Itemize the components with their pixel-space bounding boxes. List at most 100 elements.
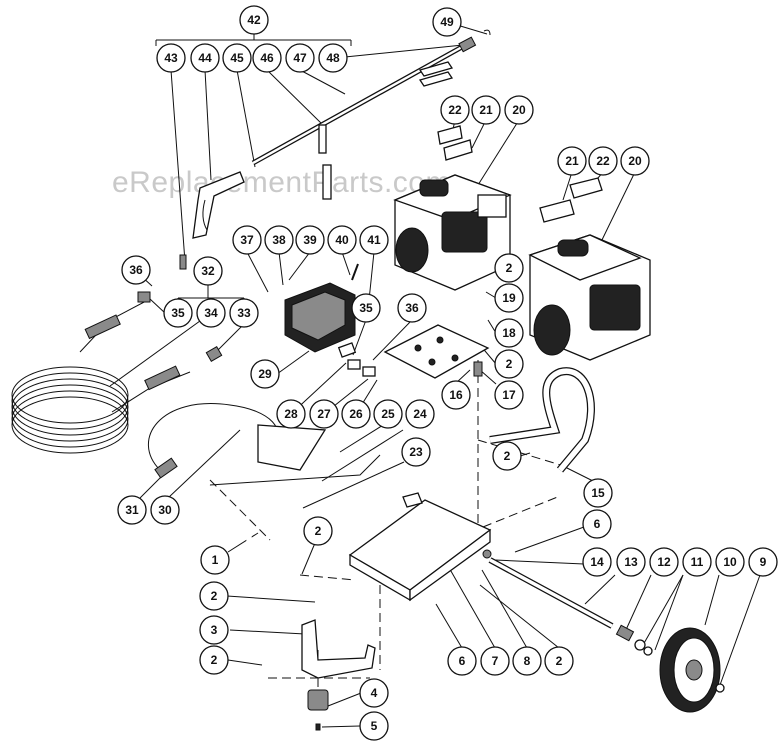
svg-text:42: 42 (247, 13, 261, 27)
engine-mount-plate (383, 324, 490, 379)
callout-2-bottom: 2 (544, 646, 574, 676)
svg-text:2: 2 (506, 357, 513, 371)
engine-right (528, 177, 651, 361)
svg-text:23: 23 (409, 445, 423, 459)
callout-38: 38 (264, 225, 294, 255)
svg-text:30: 30 (158, 503, 172, 517)
svg-text:31: 31 (125, 503, 139, 517)
svg-text:25: 25 (381, 407, 395, 421)
svg-text:22: 22 (448, 103, 462, 117)
callout-43: 43 (156, 43, 186, 73)
callout-18: 18 (494, 318, 524, 348)
svg-text:19: 19 (502, 291, 516, 305)
frame-handle-right (489, 367, 595, 473)
svg-text:33: 33 (237, 306, 251, 320)
callout-3: 3 (199, 615, 229, 645)
callout-9: 9 (748, 547, 778, 577)
callout-25: 25 (373, 399, 403, 429)
callout-2-handle-left: 2 (303, 516, 333, 546)
svg-text:18: 18 (502, 326, 516, 340)
bracket-foot (301, 619, 376, 731)
svg-text:44: 44 (198, 51, 212, 65)
svg-text:2: 2 (504, 449, 511, 463)
callout-36-right: 36 (397, 293, 427, 323)
svg-text:26: 26 (349, 407, 363, 421)
callout-21-upper: 21 (471, 95, 501, 125)
callout-2-engine: 2 (494, 253, 524, 283)
callout-37: 37 (232, 225, 262, 255)
callout-32: 32 (193, 256, 223, 286)
svg-text:29: 29 (258, 367, 272, 381)
svg-text:35: 35 (359, 301, 373, 315)
callout-12: 12 (649, 547, 679, 577)
callout-20-right: 20 (620, 146, 650, 176)
callout-6-bottom: 6 (447, 646, 477, 676)
frame-handle-left (186, 454, 381, 578)
callout-8: 8 (512, 646, 542, 676)
svg-text:22: 22 (596, 154, 610, 168)
callout-34: 34 (196, 298, 226, 328)
callout-1: 1 (200, 545, 230, 575)
svg-text:43: 43 (164, 51, 178, 65)
svg-text:41: 41 (367, 233, 381, 247)
callout-4: 4 (359, 678, 389, 708)
svg-text:38: 38 (272, 233, 286, 247)
svg-text:46: 46 (260, 51, 274, 65)
callout-27: 27 (309, 399, 339, 429)
callout-44: 44 (190, 43, 220, 73)
callout-40: 40 (327, 225, 357, 255)
callout-42: 42 (239, 5, 269, 35)
callout-31: 31 (117, 495, 147, 525)
callout-26: 26 (341, 399, 371, 429)
callout-10: 10 (715, 547, 745, 577)
svg-text:24: 24 (413, 407, 427, 421)
pump (284, 263, 376, 377)
callout-35-left: 35 (163, 298, 193, 328)
svg-text:49: 49 (440, 15, 454, 29)
svg-text:32: 32 (201, 264, 215, 278)
svg-text:20: 20 (628, 154, 642, 168)
callout-45: 45 (222, 43, 252, 73)
svg-text:39: 39 (303, 233, 317, 247)
svg-text:2: 2 (556, 654, 563, 668)
callout-49: 49 (432, 7, 462, 37)
callout-28: 28 (276, 399, 306, 429)
svg-text:48: 48 (326, 51, 340, 65)
callout-46: 46 (252, 43, 282, 73)
callout-7: 7 (480, 646, 510, 676)
svg-text:27: 27 (317, 407, 331, 421)
svg-text:3: 3 (211, 623, 218, 637)
svg-text:36: 36 (129, 263, 143, 277)
callout-29: 29 (250, 359, 280, 389)
callout-24: 24 (405, 399, 435, 429)
svg-text:2: 2 (315, 524, 322, 538)
svg-text:6: 6 (459, 654, 466, 668)
svg-text:13: 13 (624, 555, 638, 569)
svg-text:9: 9 (760, 555, 767, 569)
engine-upper (393, 125, 512, 291)
callout-11: 11 (682, 547, 712, 577)
callout-41: 41 (359, 225, 389, 255)
callout-14: 14 (582, 547, 612, 577)
callout-19: 19 (494, 283, 524, 313)
callout-15: 15 (583, 478, 613, 508)
base-frame (257, 424, 492, 602)
svg-text:17: 17 (502, 388, 516, 402)
svg-text:7: 7 (492, 654, 499, 668)
svg-text:45: 45 (230, 51, 244, 65)
callout-2-bracket-bottom: 2 (199, 645, 229, 675)
svg-text:8: 8 (524, 654, 531, 668)
svg-text:11: 11 (691, 555, 704, 569)
callout-22-right: 22 (588, 146, 618, 176)
svg-text:6: 6 (594, 517, 601, 531)
svg-text:4: 4 (371, 686, 378, 700)
svg-text:10: 10 (723, 555, 737, 569)
svg-text:28: 28 (284, 407, 298, 421)
callout-33: 33 (229, 298, 259, 328)
callout-35-right: 35 (351, 293, 381, 323)
callout-2-handle-right: 2 (492, 441, 522, 471)
svg-text:15: 15 (591, 486, 605, 500)
callout-47: 47 (285, 43, 315, 73)
callout-39: 39 (295, 225, 325, 255)
